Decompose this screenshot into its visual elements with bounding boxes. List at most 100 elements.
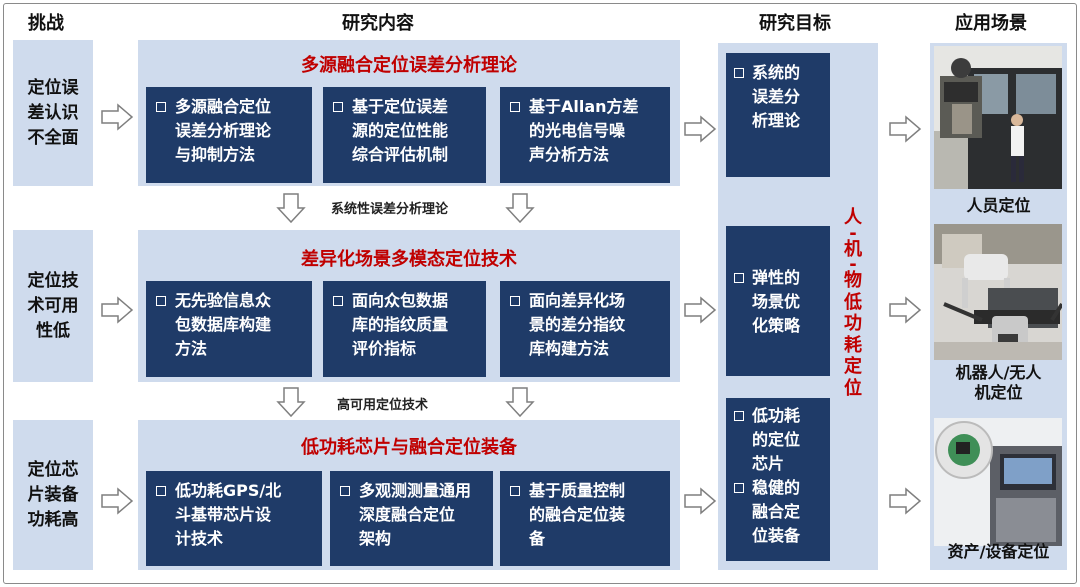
challenge-box-3: 定位芯 片装备 功耗高 <box>13 420 93 570</box>
card-line: 包数据库构建 <box>175 315 272 334</box>
right-arrow-icon <box>684 115 717 143</box>
checkbox-icon <box>734 68 744 78</box>
header-research-content: 研究内容 <box>342 13 414 34</box>
research-panel-1: 多源融合定位误差分析理论 多源融合定位误差分析理论与抑制方法 基于定位误差源的定… <box>138 40 680 186</box>
checkbox-icon <box>333 296 343 306</box>
checkbox-icon <box>333 102 343 112</box>
right-arrow-icon <box>684 296 717 324</box>
vertical-char: 耗 <box>844 334 862 356</box>
research-panel-3: 低功耗芯片与融合定位装备 低功耗GPS/北斗基带芯片设计技术 多观测测量通用深度… <box>138 420 680 570</box>
overall-goal-vertical-text: 人 - 机 - 物 低 功 耗 定 位 <box>838 207 868 399</box>
challenge-box-1: 定位误 差认识 不全面 <box>13 40 93 186</box>
goal-line: 弹性的 <box>752 268 801 287</box>
goal-line: 化策略 <box>752 316 801 335</box>
challenge-2-line-3: 性低 <box>36 320 70 341</box>
challenge-1-line-3: 不全面 <box>27 127 79 148</box>
goal-line: 场景优 <box>752 292 801 311</box>
application-label-1: 人员定位 <box>966 196 1031 215</box>
goal-line: 系统的 <box>752 63 801 82</box>
panel-1-card-1: 多源融合定位误差分析理论与抑制方法 <box>146 87 312 183</box>
card-line: 多观测测量通用 <box>359 481 472 500</box>
checkbox-icon <box>510 296 520 306</box>
vertical-char: 功 <box>844 313 862 334</box>
vertical-char: 位 <box>844 377 862 399</box>
goal-line: 的定位 <box>752 430 801 449</box>
header-application: 应用场景 <box>955 13 1027 34</box>
card-line: 计技术 <box>175 529 224 548</box>
card-line: 面向众包数据 <box>352 291 449 310</box>
panel-3-card-2: 多观测测量通用深度融合定位架构 <box>330 471 493 566</box>
panel-3-card-1: 低功耗GPS/北斗基带芯片设计技术 <box>146 471 322 566</box>
card-line: 误差分析理论 <box>175 121 272 140</box>
card-line: 景的差分指纹 <box>529 315 626 334</box>
challenge-box-2: 定位技 术可用 性低 <box>13 230 93 382</box>
card-line: 基于定位误差 <box>352 97 449 116</box>
panel-1-title: 多源融合定位误差分析理论 <box>301 55 517 76</box>
card-line: 架构 <box>359 529 392 548</box>
challenge-2-line-2: 术可用 <box>27 295 79 316</box>
application-label-2: 机器人/无人机定位 <box>930 363 1067 403</box>
vertical-char: 人 <box>844 207 862 228</box>
right-arrow-icon <box>101 487 134 515</box>
goal-line: 低功耗 <box>752 406 801 425</box>
card-line: 与抑制方法 <box>175 145 256 164</box>
vertical-char: - <box>849 254 857 275</box>
challenge-3-line-2: 片装备 <box>27 484 79 505</box>
challenge-3-line-3: 功耗高 <box>27 509 79 530</box>
card-line: 斗基带芯片设 <box>175 505 272 524</box>
card-line: 基于质量控制 <box>529 481 626 500</box>
application-label-3: 资产/设备定位 <box>947 542 1050 561</box>
goal-line: 融合定 <box>752 502 801 521</box>
vertical-char: 低 <box>844 291 862 313</box>
checkbox-icon <box>340 486 350 496</box>
checkbox-icon <box>734 273 744 283</box>
card-line: 多源融合定位 <box>175 97 272 116</box>
goal-card-3: 低功耗的定位芯片 稳健的融合定位装备 <box>726 398 830 561</box>
goal-line: 析理论 <box>752 111 801 130</box>
goal-line: 误差分 <box>752 87 801 106</box>
asset-device-image <box>934 418 1062 546</box>
goal-card-2: 弹性的场景优化策略 <box>726 226 830 376</box>
research-panel-2: 差异化场景多模态定位技术 无先验信息众包数据库构建方法 面向众包数据库的指纹质量… <box>138 230 680 382</box>
checkbox-icon <box>510 102 520 112</box>
challenge-1-line-1: 定位误 <box>27 77 79 98</box>
card-line: 库构建方法 <box>529 339 610 358</box>
right-arrow-icon <box>889 487 922 515</box>
panel-2-card-1: 无先验信息众包数据库构建方法 <box>146 281 312 377</box>
header-research-goal: 研究目标 <box>759 13 831 34</box>
card-line: 面向差异化场 <box>529 291 626 310</box>
card-line: 声分析方法 <box>529 145 610 164</box>
challenge-3-line-1: 定位芯 <box>27 459 79 480</box>
vertical-char: - <box>849 222 857 244</box>
right-arrow-icon <box>889 296 922 324</box>
challenge-2-line-1: 定位技 <box>27 270 79 291</box>
personnel-positioning-image <box>934 46 1062 189</box>
down-arrow-icon <box>505 387 535 418</box>
card-line: 综合评估机制 <box>352 145 449 164</box>
checkbox-icon <box>156 296 166 306</box>
panel-2-card-2: 面向众包数据库的指纹质量评价指标 <box>323 281 486 377</box>
card-line: 备 <box>529 529 546 548</box>
down-arrow-icon <box>276 387 306 418</box>
right-arrow-icon <box>101 296 134 324</box>
vertical-char: 机 <box>844 238 862 260</box>
vertical-char: 物 <box>844 270 862 291</box>
checkbox-icon <box>734 411 744 421</box>
goal-line: 芯片 <box>752 454 785 473</box>
panel-1-card-2: 基于定位误差源的定位性能综合评估机制 <box>323 87 486 183</box>
card-line: 基于Allan方差 <box>529 97 639 116</box>
card-line: 低功耗GPS/北 <box>175 481 282 500</box>
panel-3-card-3: 基于质量控制的融合定位装备 <box>500 471 670 566</box>
panel-2-card-3: 面向差异化场景的差分指纹库构建方法 <box>500 281 670 377</box>
connector-label-1: 系统性误差分析理论 <box>331 202 449 217</box>
connector-label-2: 高可用定位技术 <box>337 398 429 413</box>
card-line: 评价指标 <box>352 339 417 358</box>
card-line: 的融合定位装 <box>529 505 626 524</box>
card-line: 的光电信号噪 <box>529 121 626 140</box>
robot-drone-image <box>934 224 1062 360</box>
card-line: 库的指纹质量 <box>352 315 449 334</box>
right-arrow-icon <box>101 103 134 131</box>
figure-frame <box>3 3 1077 584</box>
panel-3-title: 低功耗芯片与融合定位装备 <box>301 437 517 458</box>
panel-2-title: 差异化场景多模态定位技术 <box>301 249 517 270</box>
